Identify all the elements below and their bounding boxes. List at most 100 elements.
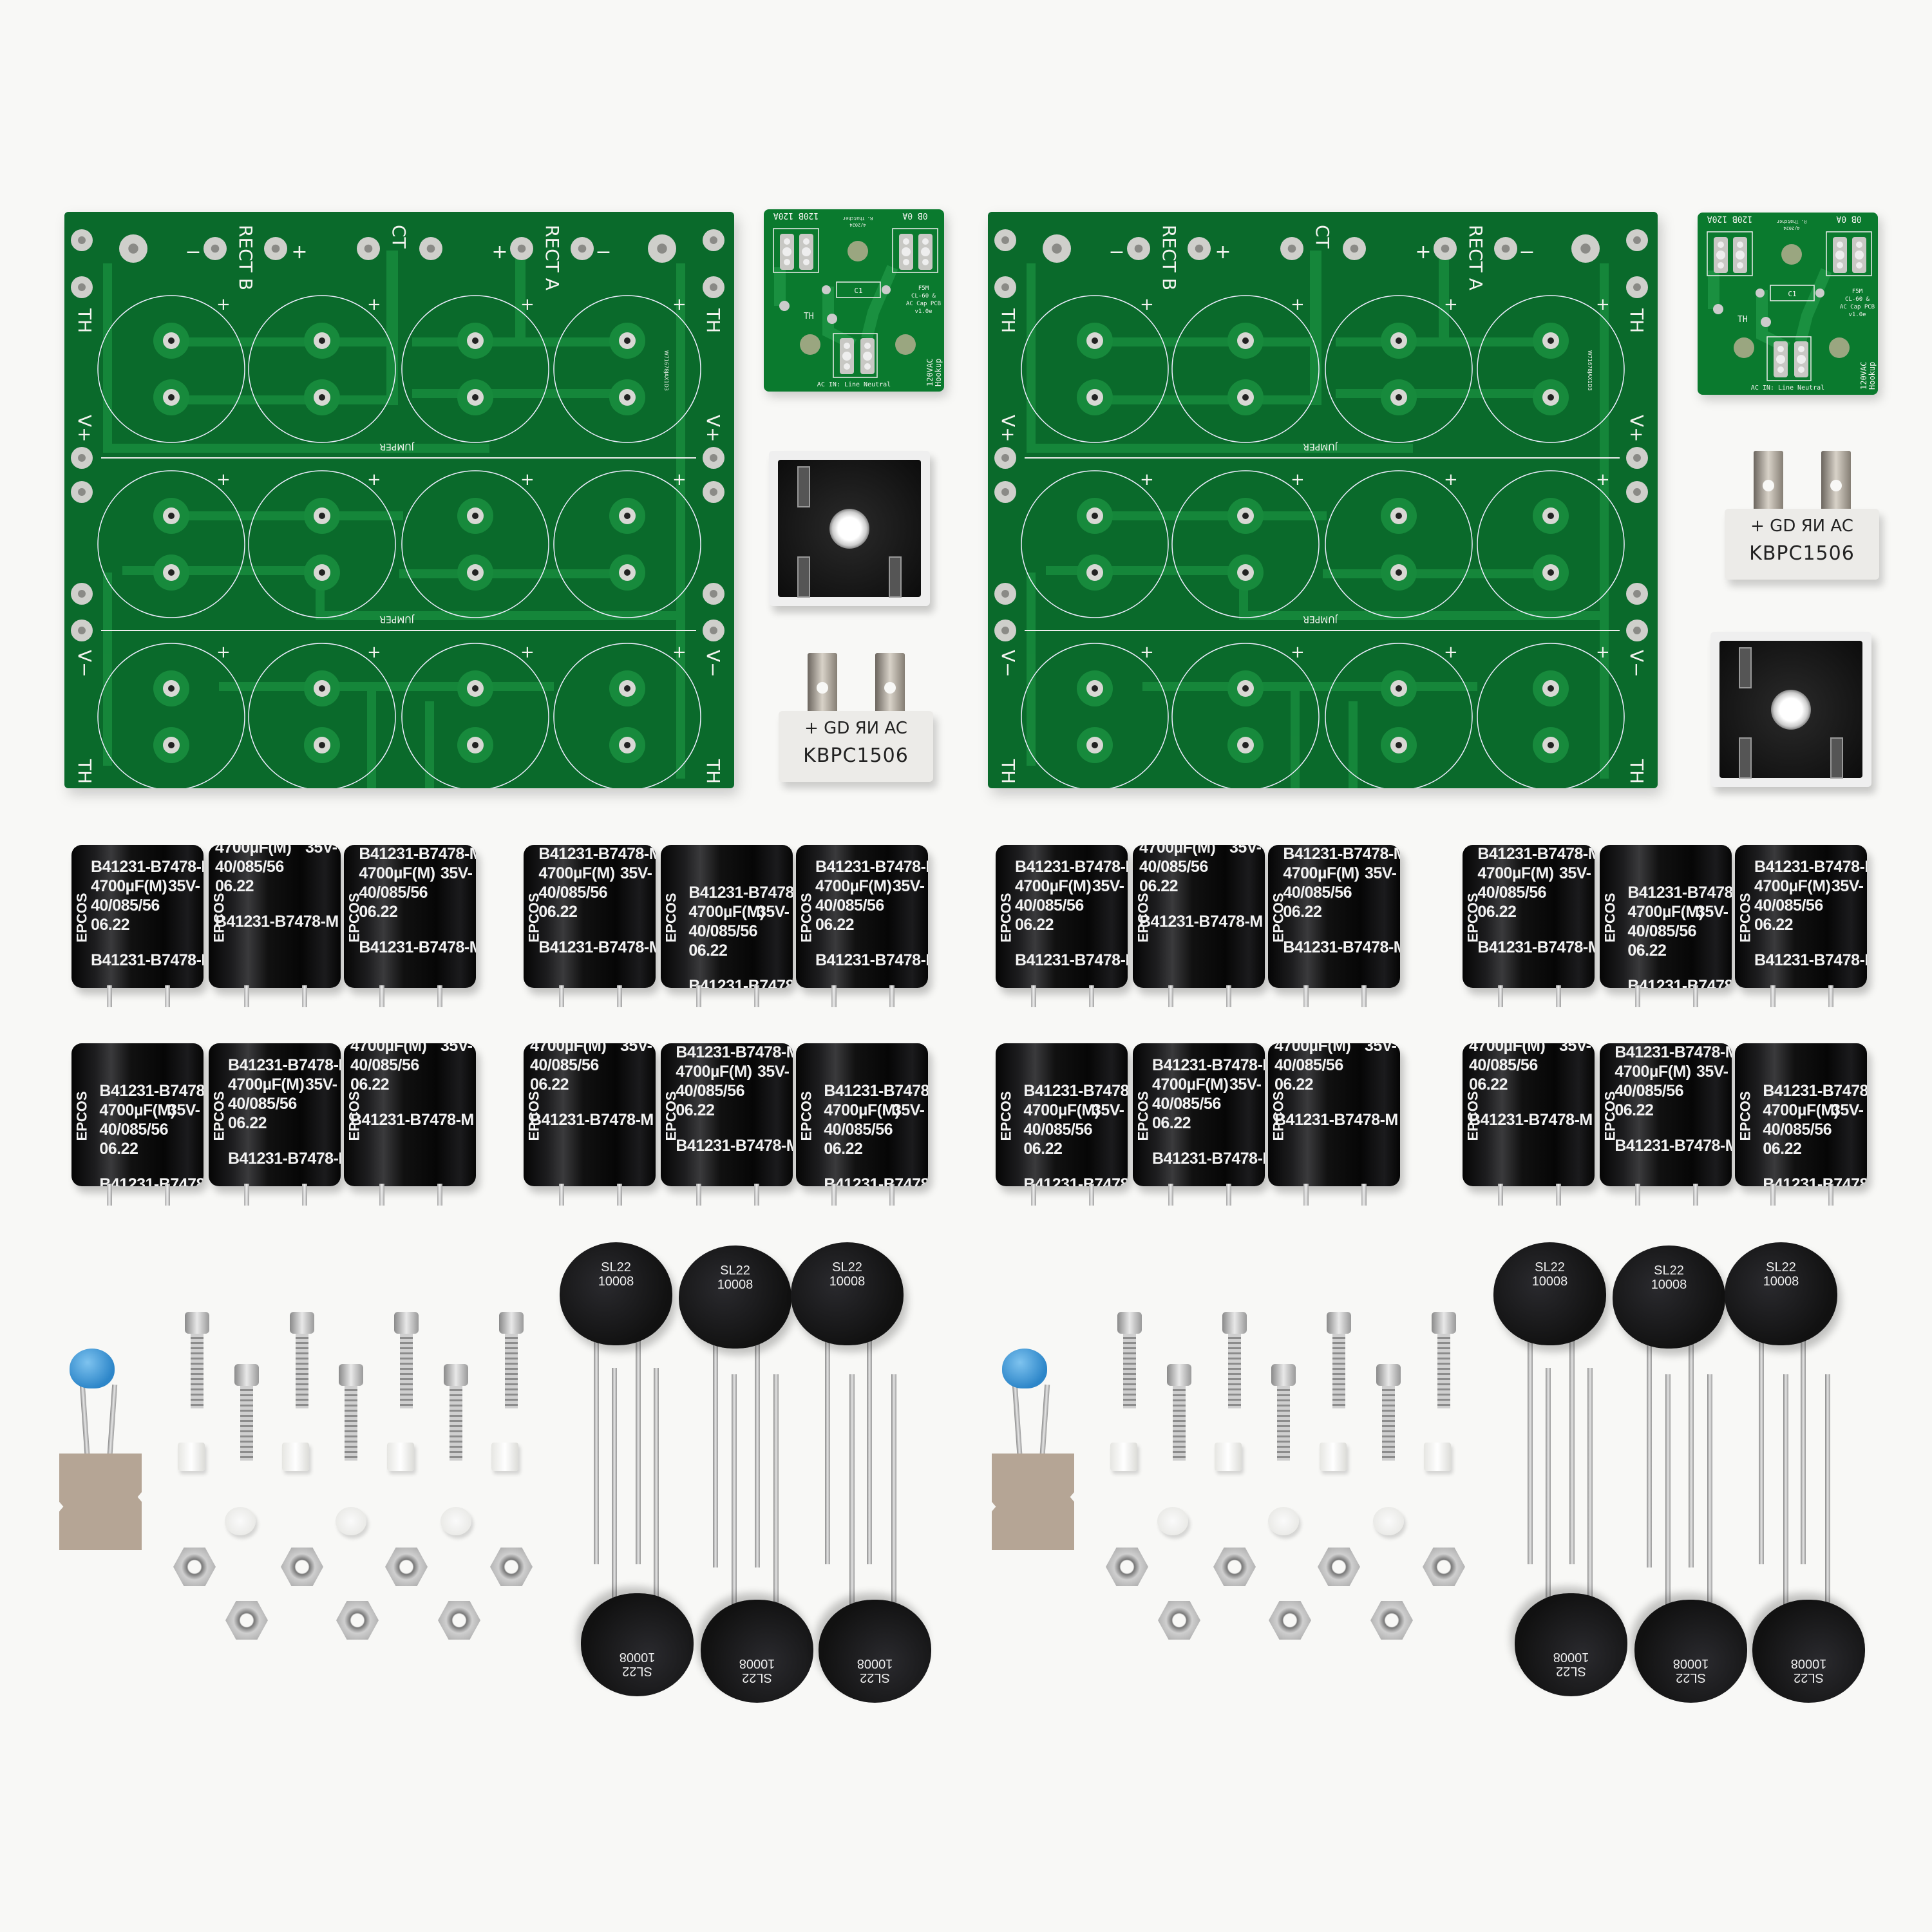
polarity-mark: + [216, 470, 231, 489]
capacitor-part: B41231-B7478-M [99, 1082, 204, 1100]
capacitor-voltage: 35V- [1229, 1075, 1262, 1094]
capacitor-part: B41231-B7478-M [1754, 858, 1867, 876]
capacitor-voltage: 35V- [1832, 1101, 1864, 1119]
washer [336, 1507, 366, 1535]
capacitor-date: 06.22 [1469, 1075, 1508, 1094]
screw [1376, 1364, 1401, 1461]
capacitor-brand: EPCOS [798, 1091, 815, 1141]
polarity-mark: + [367, 643, 381, 662]
capacitor-value: 4700µF(M) [824, 1101, 900, 1119]
capacitor-climate: 40/085/56 [1023, 1121, 1093, 1139]
thermistor-code: 10008 [717, 1278, 753, 1292]
hex-nut [281, 1548, 323, 1586]
capacitor-value: 4700µF(M) [1015, 877, 1092, 895]
capacitor-voltage: 35V- [620, 1043, 652, 1055]
polarity-mark: + [1291, 470, 1305, 489]
capacitor-voltage: 35V- [305, 845, 337, 857]
electrolytic-capacitor: EPCOS B41231-B7478-M 4700µF(M) 35V- 40/0… [1735, 845, 1867, 1007]
capacitor-value: 4700µF(M) [215, 845, 292, 857]
capacitor-part: B41231-B7478-M [228, 1056, 341, 1074]
thermistor-code: 10008 [1763, 1274, 1799, 1289]
electrolytic-capacitor: EPCOS B41231-B7478-M 4700µF(M) 35V- 40/0… [344, 1043, 476, 1206]
bridge-rectifier-top [1710, 632, 1871, 787]
electrolytic-capacitor: EPCOS B41231-B7478-M 4700µF(M) 35V- 40/0… [71, 1043, 204, 1206]
thermistor-code: 10008 [1790, 1656, 1827, 1671]
capacitor-footprint [1021, 295, 1169, 443]
hookup-label: Hookup [1868, 362, 1877, 390]
electrolytic-capacitor: EPCOS B41231-B7478-M 4700µF(M) 35V- 40/0… [1735, 1043, 1867, 1206]
capacitor-footprint [1325, 470, 1473, 618]
thermistor-model: SL22 [1766, 1260, 1796, 1274]
screw [290, 1312, 314, 1408]
spacer [1215, 1443, 1242, 1471]
electrolytic-capacitor: EPCOS B41231-B7478-M 4700µF(M) 35V- 40/0… [796, 1043, 928, 1206]
thermistor-model: SL22 [860, 1671, 890, 1685]
capacitor-climate: 40/085/56 [350, 1056, 419, 1074]
edge-label-th: TH [74, 759, 95, 784]
capacitor-part: B41231-B7478-M [676, 1043, 793, 1061]
hex-nut [1423, 1548, 1465, 1586]
capacitor-part: B41231-B7478-M [99, 1175, 204, 1186]
thermistor-model: SL22 [1794, 1671, 1824, 1685]
electrolytic-capacitor: EPCOS B41231-B7478-M 4700µF(M) 35V- 40/0… [1463, 1043, 1595, 1206]
spacer [1320, 1443, 1347, 1471]
polarity-mark: + [1140, 470, 1154, 489]
capacitor-value: 4700µF(M) [99, 1101, 176, 1119]
spacer [1424, 1443, 1451, 1471]
washer [440, 1507, 471, 1535]
electrolytic-capacitor: EPCOS B41231-B7478-M 4700µF(M) 35V- 40/0… [524, 1043, 656, 1206]
capacitor-value: 4700µF(M) [1469, 1043, 1546, 1055]
edge-label-v_plus: V+ [703, 415, 724, 442]
capacitor-date: 06.22 [688, 942, 728, 960]
capacitor-footprint [401, 295, 549, 443]
rect-b-label: RECT B [235, 225, 256, 290]
thermistor-code: 10008 [1531, 1274, 1568, 1289]
capacitor-brand: EPCOS [73, 1091, 90, 1141]
capacitor-value: 4700µF(M) [1152, 1075, 1229, 1094]
capacitor-voltage: 35V- [1229, 845, 1262, 857]
polarity-mark: + [367, 295, 381, 314]
board-name: AC Cap PCB [906, 301, 941, 307]
bridge-markings: + GD ЯИ AC [804, 719, 907, 738]
capacitor-date: 06.22 [815, 916, 855, 934]
thermistor-code: 10008 [1651, 1278, 1687, 1292]
electrolytic-capacitor: EPCOS B41231-B7478-M 4700µF(M) 35V- 40/0… [661, 845, 793, 1007]
capacitor-brand: EPCOS [798, 893, 815, 943]
ceramic-capacitor [70, 1349, 115, 1388]
bridge-markings: + GD ЯИ AC [1750, 516, 1853, 536]
polarity-mark: + [1596, 643, 1610, 662]
capacitor-brand: EPCOS [663, 893, 679, 943]
capacitor-value: 4700µF(M) [1754, 877, 1831, 895]
polarity-mark: + [216, 643, 231, 662]
capacitor-value: 4700µF(M) [688, 903, 765, 921]
electrolytic-capacitor: EPCOS B41231-B7478-M 4700µF(M) 35V- 40/0… [209, 845, 341, 1007]
capacitor-part: B41231-B7478-M [688, 884, 793, 902]
jumper-label: JUMPER [379, 614, 415, 624]
capacitor-date: 06.22 [530, 1075, 569, 1094]
capacitor-footprint [248, 295, 396, 443]
edge-label-v_minus: V− [74, 650, 95, 677]
polarity-mark: + [672, 295, 687, 314]
insulator-card [992, 1454, 1074, 1550]
capacitor-part: B41231-B7478-M [1763, 1175, 1867, 1186]
jumper-label: JUMPER [1303, 441, 1338, 451]
electrolytic-capacitor: EPCOS B41231-B7478-M 4700µF(M) 35V- 40/0… [1600, 1043, 1732, 1206]
edge-label-v_minus: V− [1626, 650, 1647, 677]
polarity-mark: + [672, 470, 687, 489]
board-name: F5M [1852, 289, 1863, 295]
th-label: TH [804, 312, 814, 321]
capacitor-value: 4700µF(M) [1627, 903, 1704, 921]
capacitor-part: B41231-B7478-M [91, 951, 204, 969]
board-version: v1.0e [914, 308, 932, 315]
capacitor-voltage: 35V- [1092, 877, 1124, 895]
capacitor-footprint [401, 470, 549, 618]
capacitor-footprint [1021, 470, 1169, 618]
capacitor-part: B41231-B7478-M [824, 1175, 928, 1186]
terminal-tab [1754, 451, 1783, 512]
thermistor-code: 10008 [739, 1656, 775, 1671]
polarity-mark: + [1291, 643, 1305, 662]
capacitor-climate: 40/085/56 [228, 1095, 297, 1113]
board-name: F5M [918, 285, 929, 292]
